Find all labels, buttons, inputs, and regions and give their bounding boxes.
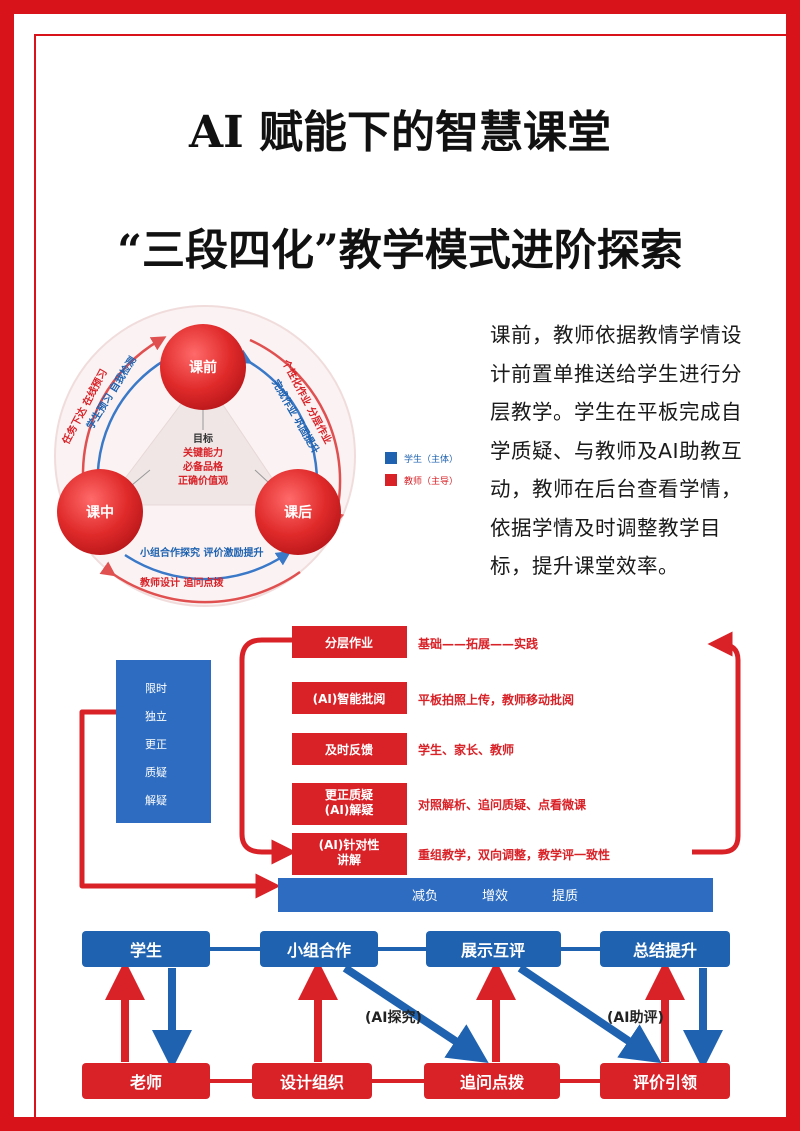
teacher-step-label: 追问点拨 [460, 1073, 525, 1092]
description-text: 课前，教师依据教情学情设计前置单推送给学生进行分层教学。学生在平板完成自学质疑、… [490, 323, 743, 578]
teacher-step-label: 评价引领 [633, 1073, 697, 1092]
student-step-box [82, 931, 210, 967]
cycle-node-in-class [57, 469, 143, 555]
student-step-box [600, 931, 730, 967]
student-step-box [426, 931, 561, 967]
student-step-label: 总结提升 [633, 941, 697, 960]
homework-row-box [292, 783, 407, 825]
bottom-bar-item: 减负 [412, 889, 438, 904]
homework-row-box [292, 833, 407, 875]
homework-left-item: 更正 [145, 738, 167, 751]
teacher-step-box [424, 1063, 560, 1099]
homework-row-detail: 学生、家长、教师 [418, 742, 514, 757]
arc-label-bottom-inner: 小组合作探究 评价激励提升 [139, 546, 263, 559]
homework-row-box [292, 682, 407, 714]
homework-row-detail: 基础——拓展——实践 [417, 636, 538, 651]
teacher-step-box [252, 1063, 372, 1099]
legend-swatch-blue [385, 452, 397, 464]
homework-row-label: (AI)针对性讲解 [319, 837, 380, 867]
student-step-label: 展示互评 [461, 941, 525, 960]
cycle-center-line: 正确价值观 [178, 474, 228, 487]
cycle-node-label: 课中 [86, 504, 114, 521]
cycle-node-label: 课后 [284, 504, 312, 521]
homework-flow: 限时 独立 更正 质疑 解疑 分层作业 (AI)智能批阅 及时反馈 更正质疑(A… [79, 626, 741, 912]
homework-left-item: 解疑 [145, 793, 167, 807]
homework-row-detail: 对照解析、追问质疑、点看微课 [418, 797, 587, 812]
student-step-label: 小组合作 [287, 941, 351, 960]
homework-row-label: 更正质疑(AI)解疑 [325, 787, 374, 817]
teacher-step-label: 老师 [129, 1073, 162, 1092]
cycle-node-before-class [160, 324, 246, 410]
homework-row-box [292, 733, 407, 765]
ai-assist-label: (AI助评) [607, 1009, 664, 1026]
page-subtitle: “三段四化”教学模式进阶探索 [117, 226, 683, 276]
homework-bottom-bar [278, 878, 713, 912]
cycle-node-label: 课前 [189, 359, 217, 376]
homework-row-box [292, 626, 407, 658]
cycle-center-heading: 目标 [193, 432, 213, 445]
legend-swatch-red [385, 474, 397, 486]
cycle-node-after-class [255, 469, 341, 555]
cycle-diagram: 任务下达 在线预习 学生预习 自我检测 个性化作业 分层作业 完成作业 巩固提升… [54, 305, 356, 607]
legend-label: 教师（主导） [404, 475, 458, 487]
teacher-step-box [82, 1063, 210, 1099]
page-title: AI 赋能下的智慧课堂 [188, 107, 612, 158]
cycle-center-line: 必备品格 [182, 460, 224, 473]
legend-label: 学生（主体） [404, 453, 458, 465]
class-flow: (AI探究) (AI助评) 学生 小组合作 展示互评 总结提升 老师 设计组织 … [82, 931, 730, 1099]
cycle-center-line: 关键能力 [183, 446, 223, 459]
teacher-step-box [600, 1063, 730, 1099]
student-step-label: 学生 [130, 941, 162, 960]
homework-left-item: 质疑 [145, 766, 167, 779]
homework-row-label: (AI)智能批阅 [313, 691, 386, 706]
homework-left-box [116, 660, 211, 823]
homework-left-item: 限时 [145, 682, 167, 695]
homework-row-label: 分层作业 [325, 635, 373, 650]
student-step-box [260, 931, 378, 967]
homework-row-label: 及时反馈 [325, 742, 373, 757]
bottom-bar-item: 提质 [552, 888, 578, 904]
homework-left-item: 独立 [145, 709, 167, 723]
cycle-legend: 学生（主体） 教师（主导） [385, 452, 458, 487]
arc-label-bottom-outer: 教师设计 追问点拨 [139, 576, 224, 589]
homework-row-detail: 平板拍照上传，教师移动批阅 [418, 692, 574, 707]
homework-row-detail: 重组教学，双向调整，教学评一致性 [418, 847, 610, 862]
inner-frame-line [34, 34, 794, 1125]
teacher-step-label: 设计组织 [280, 1073, 344, 1092]
bottom-bar-item: 增效 [482, 889, 508, 904]
ai-explore-label: (AI探究) [365, 1009, 422, 1026]
